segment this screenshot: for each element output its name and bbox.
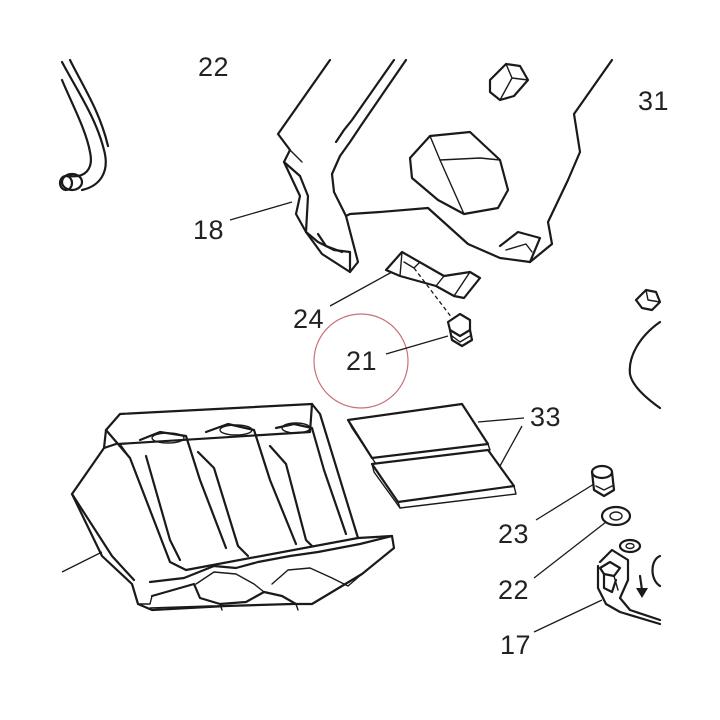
part-33-pads	[346, 402, 517, 509]
callout-23: 23	[498, 519, 529, 549]
right-edge-part	[628, 288, 662, 410]
callout-18: 18	[193, 215, 224, 245]
callout-24: 24	[293, 304, 324, 334]
callout-31: 31	[638, 86, 669, 116]
highlight-circle	[313, 313, 409, 409]
leader-lines	[61, 201, 607, 633]
tray-part	[70, 402, 396, 612]
callout-17: 17	[500, 630, 531, 660]
part-17-fitting	[596, 538, 662, 626]
callout-22-bottom: 22	[498, 575, 529, 605]
part-18-housing	[276, 58, 614, 274]
part-23-bolt	[590, 464, 616, 498]
part-22-washer	[600, 505, 632, 527]
hose-part	[58, 58, 110, 192]
callout-22-top: 22	[198, 52, 229, 82]
callout-21: 21	[346, 346, 377, 376]
callout-33: 33	[530, 402, 561, 432]
part-21-screw	[446, 312, 474, 348]
part-24-bracket	[384, 250, 482, 319]
